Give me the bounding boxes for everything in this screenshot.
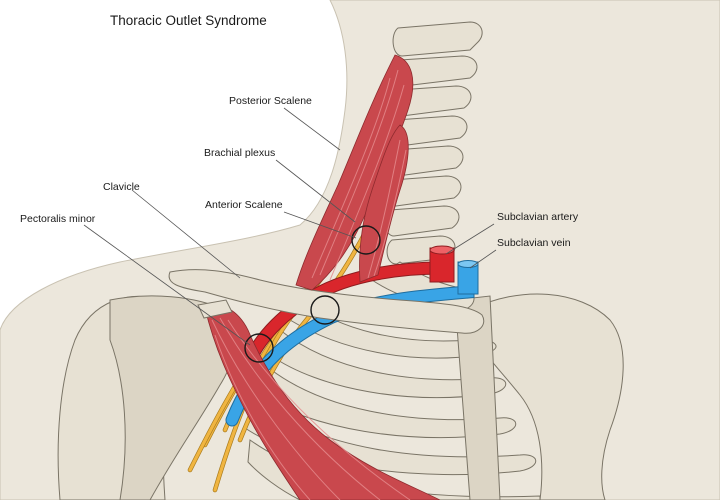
label-pectoralis-minor: Pectoralis minor: [20, 213, 96, 225]
right-shoulder-bone: [469, 293, 624, 500]
label-posterior-scalene: Posterior Scalene: [229, 95, 312, 107]
compression-site-costoclavicular: [310, 295, 340, 325]
label-anterior-scalene: Anterior Scalene: [205, 199, 283, 211]
leader-pectoralis-minor: [83, 224, 251, 346]
scapula-bone: [109, 295, 235, 500]
label-subclavian-vein: Subclavian vein: [497, 237, 571, 249]
sternum-bone: [454, 295, 501, 500]
diagram-title: Thoracic Outlet Syndrome: [110, 13, 267, 28]
label-brachial-plexus: Brachial plexus: [204, 147, 275, 159]
leader-anterior-scalene: [283, 211, 357, 239]
compression-site-scalene: [351, 225, 381, 255]
compression-site-pectoralis: [244, 333, 274, 363]
leader-brachial-plexus: [275, 159, 356, 223]
leader-subclavian-artery: [445, 223, 495, 255]
pectoralis-minor-muscle: [204, 304, 441, 500]
label-clavicle: Clavicle: [103, 181, 140, 193]
posterior-scalene-muscle: [295, 54, 414, 291]
label-subclavian-artery: Subclavian artery: [497, 211, 579, 223]
leader-subclavian-vein: [469, 249, 497, 269]
anterior-scalene-muscle: [359, 124, 409, 283]
leader-clavicle: [131, 189, 241, 279]
clavicle-bone: [168, 269, 485, 334]
leader-posterior-scalene: [283, 107, 341, 151]
